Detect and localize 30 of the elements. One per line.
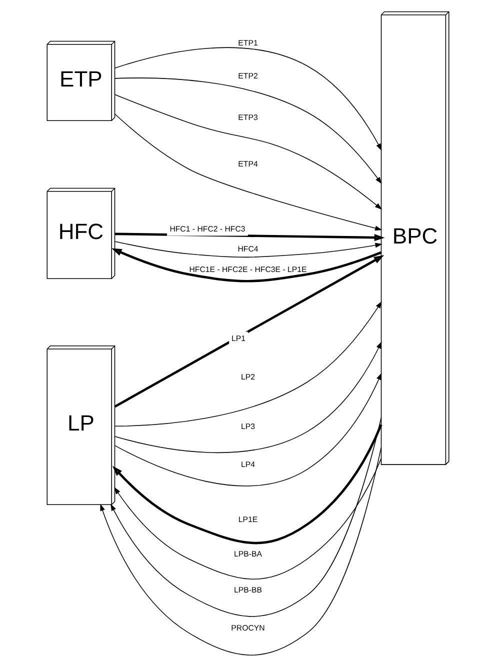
arrow [100,447,382,656]
edge-label: LP2 [240,372,254,382]
edge-label: LP3 [240,422,254,432]
arrow [114,372,382,486]
arrow [114,458,382,580]
edge-label: LPB-BB [234,586,262,595]
arrow [114,241,382,258]
arrow [112,424,382,544]
arrow [114,78,382,184]
edge-label: ETP2 [238,72,258,81]
edge-label: HFC4 [237,244,258,254]
edge-label: PROCYN [230,623,264,632]
edge-label: LPB-BA [234,550,262,559]
arrow [114,114,382,231]
edge-label: ETP4 [238,160,258,169]
arrow [114,47,382,151]
edge-label: LP1 [230,334,245,343]
edge-label: ETP1 [238,38,258,48]
arrow [114,342,382,453]
arrow [114,232,384,242]
arrow [114,301,382,427]
edge-label: LP1E [238,514,258,524]
edge-label: HFC1 - HFC2 - HFC3 [169,224,245,234]
arrow [110,417,382,617]
arrow [114,255,384,408]
edge-label: ETP3 [238,113,258,122]
edge-label: LP4 [240,460,254,469]
arrow [114,94,382,210]
edge-label: HFC1E - HFC2E - HFC3E - LP1E [188,264,306,274]
arrow [111,248,381,282]
